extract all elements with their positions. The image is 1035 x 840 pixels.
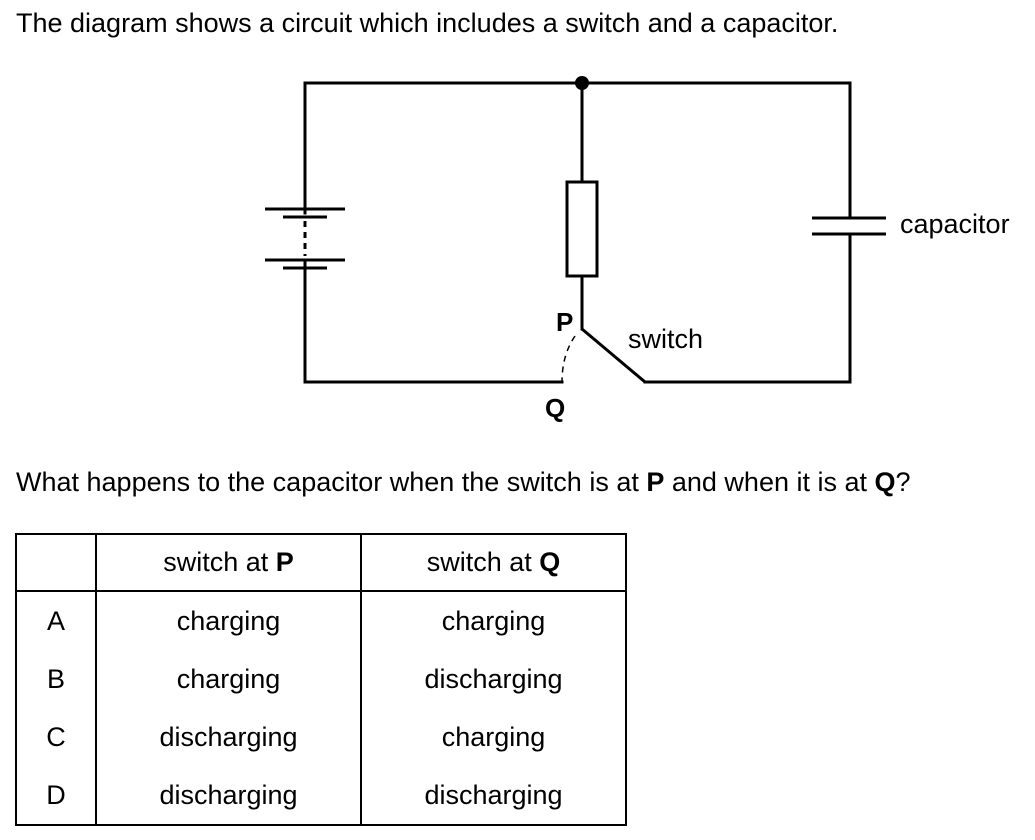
table-row[interactable]: C discharging charging (15, 708, 627, 766)
junction-dot (575, 76, 589, 90)
switch-path-dashed (561, 335, 576, 383)
switch-arm (581, 327, 646, 384)
header-p-prefix: switch at (163, 547, 276, 577)
header-q-prefix: switch at (426, 547, 540, 577)
option-switch-p: charging (95, 650, 362, 708)
options-table: switch at P switch at Q A charging charg… (15, 533, 627, 826)
question-q: Q (874, 467, 896, 497)
header-q-label: Q (539, 547, 561, 577)
q-label: Q (545, 393, 565, 423)
option-switch-q: charging (360, 591, 627, 650)
option-letter: C (15, 708, 97, 766)
option-switch-p: charging (95, 591, 362, 650)
p-label: P (556, 307, 573, 337)
option-letter: B (15, 650, 97, 708)
table-row[interactable]: A charging charging (15, 591, 627, 650)
question-middle: and when it is at (664, 467, 875, 497)
question-p: P (646, 467, 665, 497)
question-suffix: ? (895, 467, 911, 497)
option-switch-q: charging (360, 708, 627, 766)
resistor-icon (565, 180, 599, 278)
option-switch-q: discharging (360, 766, 627, 826)
header-p-label: P (275, 547, 294, 577)
table-header-row: switch at P switch at Q (15, 533, 627, 592)
capacitor-label: capacitor (900, 209, 1010, 239)
question-text: What happens to the capacitor when the s… (16, 465, 911, 499)
header-letter-cell (15, 533, 97, 592)
option-letter: A (15, 591, 97, 650)
switch-label: switch (628, 324, 703, 354)
header-switch-p: switch at P (95, 533, 362, 592)
header-switch-q: switch at Q (360, 533, 627, 592)
intro-text: The diagram shows a circuit which includ… (16, 8, 839, 38)
option-switch-q: discharging (360, 650, 627, 708)
table-row[interactable]: D discharging discharging (15, 766, 627, 826)
circuit-diagram: capacitor switch P Q (265, 76, 1010, 423)
battery-icon (265, 207, 345, 270)
option-letter: D (15, 766, 97, 826)
question-prefix: What happens to the capacitor when the s… (16, 467, 647, 497)
capacitor-icon (812, 216, 886, 236)
option-switch-p: discharging (95, 708, 362, 766)
table-row[interactable]: B charging discharging (15, 650, 627, 708)
option-switch-p: discharging (95, 766, 362, 826)
